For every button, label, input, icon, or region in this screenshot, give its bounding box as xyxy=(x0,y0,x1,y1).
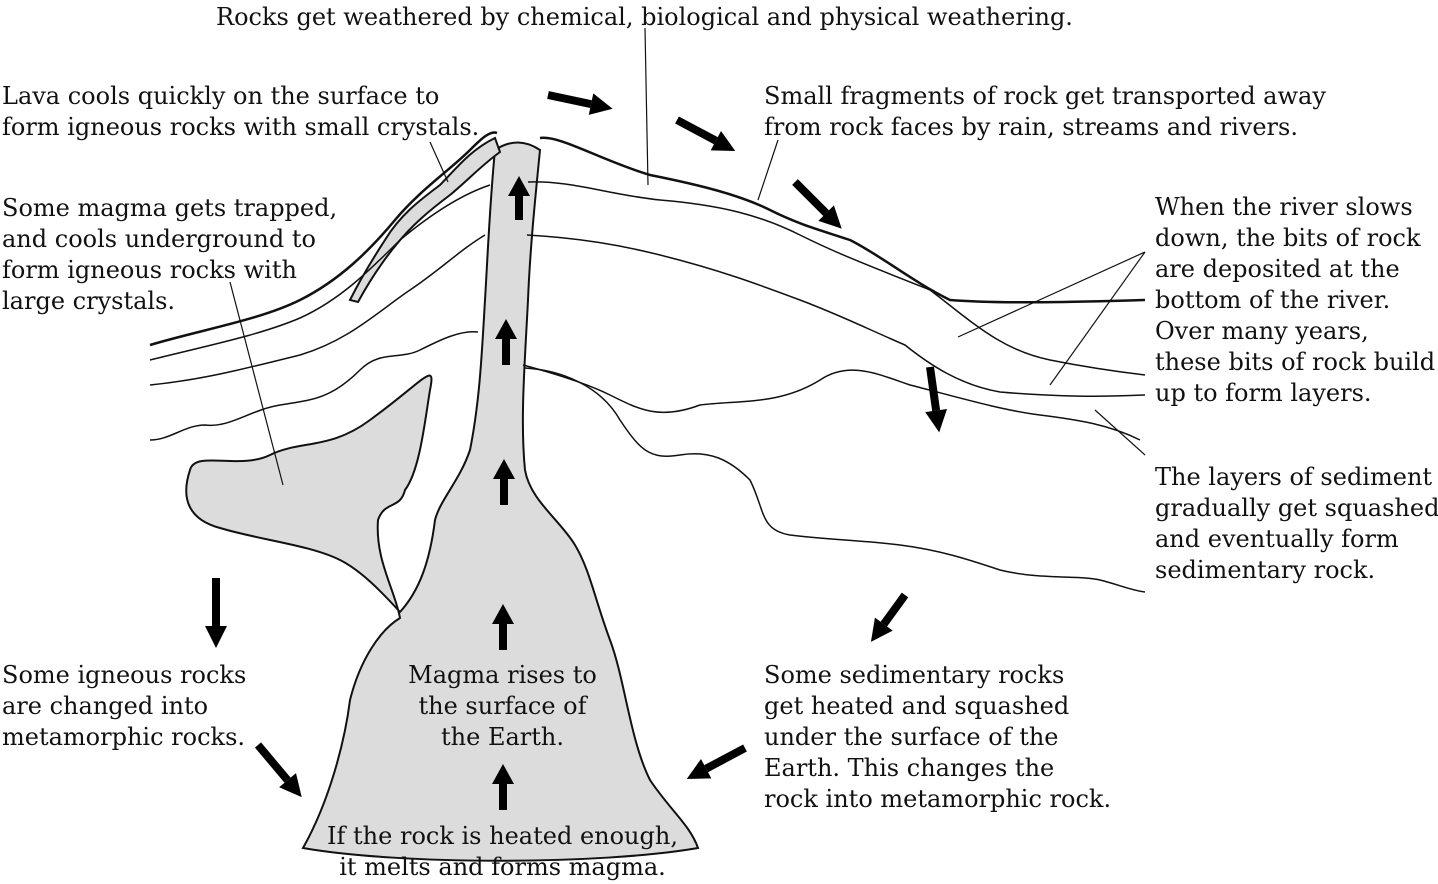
arrow-right-1 xyxy=(547,91,613,115)
label-rock-melts: If the rock is heated enough, it melts an… xyxy=(320,821,685,883)
label-line: under the surface of the xyxy=(764,723,1059,751)
label-line: large crystals. xyxy=(2,287,176,315)
arrow-right-2 xyxy=(675,116,736,151)
label-sediment-squashed: The layers of sediment gradually get squa… xyxy=(1155,462,1438,586)
label-line: down, the bits of rock xyxy=(1155,224,1421,252)
rock-layer-3 xyxy=(149,331,1141,441)
ground-surface xyxy=(149,131,1146,347)
label-line: and eventually form xyxy=(1155,525,1399,553)
label-line: the surface of xyxy=(418,692,587,720)
leader-lines xyxy=(229,27,1146,486)
label-line: When the river slows xyxy=(1155,193,1413,221)
arrow-left-6 xyxy=(686,744,747,779)
label-line: are deposited at the xyxy=(1155,255,1400,283)
label-weathering: Rocks get weathered by chemical, biologi… xyxy=(216,2,1073,33)
label-line: Some igneous rocks xyxy=(2,661,247,689)
label-line: bottom of the river. xyxy=(1155,286,1391,314)
label-line: Small fragments of rock get transported … xyxy=(764,82,1326,110)
arrow-down-right-3 xyxy=(792,179,842,229)
arrow-up-11 xyxy=(493,459,515,505)
label-line: and cools underground to xyxy=(2,225,316,253)
label-line: metamorphic rocks. xyxy=(2,723,246,751)
label-line: form igneous rocks with xyxy=(2,256,297,284)
label-line: Over many years, xyxy=(1155,317,1369,345)
label-line: Magma rises to xyxy=(408,661,597,689)
arrow-up-13 xyxy=(508,176,530,220)
label-line: these bits of rock build xyxy=(1155,348,1436,376)
arrow-up-12 xyxy=(495,319,517,365)
label-line: Some sedimentary rocks xyxy=(764,661,1065,689)
arrow-down-right-8 xyxy=(254,742,302,798)
label-line: rock into metamorphic rock. xyxy=(764,785,1112,813)
label-line: it melts and forms magma. xyxy=(339,853,666,881)
arrows xyxy=(205,91,948,810)
label-line: gradually get squashed xyxy=(1155,494,1438,522)
label-line: get heated and squashed xyxy=(764,692,1070,720)
label-magma-rises: Magma rises to the surface of the Earth. xyxy=(395,660,610,753)
arrow-down-left-5 xyxy=(870,592,909,642)
label-line: If the rock is heated enough, xyxy=(327,822,678,850)
label-fragments-transported: Small fragments of rock get transported … xyxy=(764,81,1326,143)
label-line: Earth. This changes the xyxy=(764,754,1055,782)
label-lava-cools: Lava cools quickly on the surface to form… xyxy=(2,81,479,143)
rock-layer-4 xyxy=(524,367,1146,593)
label-line: the Earth. xyxy=(441,723,564,751)
label-line: form igneous rocks with small crystals. xyxy=(2,113,480,141)
rock-layer-2 xyxy=(149,234,1146,397)
lava-flow xyxy=(348,136,502,304)
arrow-up-9 xyxy=(492,764,514,810)
arrow-down-4 xyxy=(925,366,948,433)
label-line: up to form layers. xyxy=(1155,379,1372,407)
rock-layer-1 xyxy=(149,181,1146,376)
label-igneous-to-metamorphic: Some igneous rocks are changed into metamo… xyxy=(2,660,246,753)
magma-body xyxy=(185,141,700,862)
label-line: Lava cools quickly on the surface to xyxy=(2,82,440,110)
label-line: Some magma gets trapped, xyxy=(2,194,338,222)
arrow-up-10 xyxy=(492,604,514,650)
label-line: Rocks get weathered by chemical, biologi… xyxy=(216,3,1073,31)
label-line: sedimentary rock. xyxy=(1155,556,1376,584)
label-magma-trapped: Some magma gets trapped, and cools underg… xyxy=(2,193,337,317)
label-line: The layers of sediment xyxy=(1155,463,1433,491)
label-sedimentary-to-metamorphic: Some sedimentary rocks get heated and squ… xyxy=(764,660,1111,815)
label-deposited-layers: When the river slows down, the bits of ro… xyxy=(1155,192,1435,409)
arrow-down-7 xyxy=(205,578,227,648)
label-line: are changed into xyxy=(2,692,209,720)
label-line: from rock faces by rain, streams and riv… xyxy=(764,113,1298,141)
